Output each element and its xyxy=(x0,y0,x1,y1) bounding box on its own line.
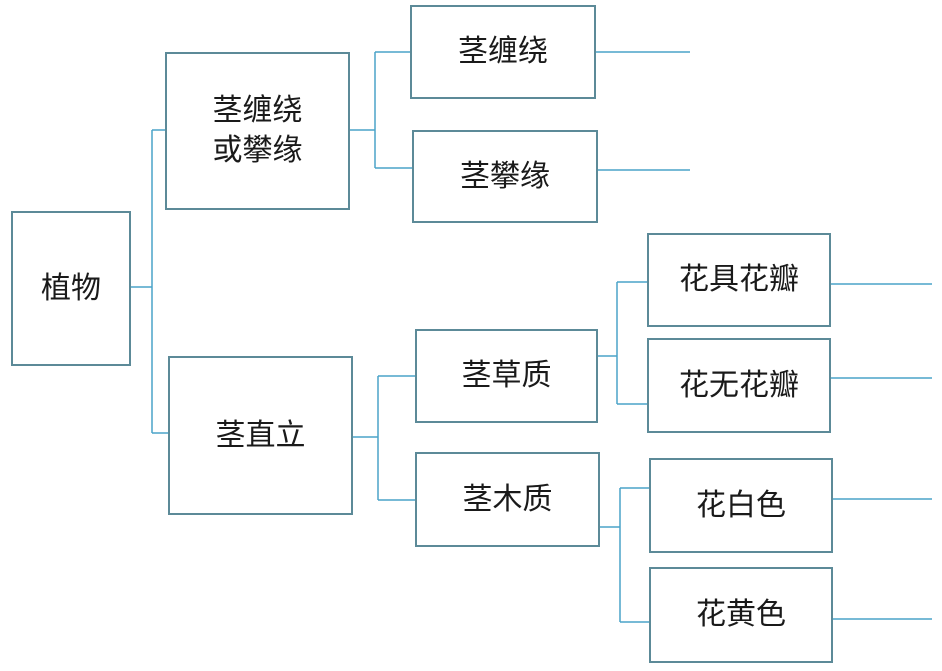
node-twine-label: 茎缠绕 xyxy=(458,34,548,69)
node-twine: 茎缠绕 xyxy=(410,5,596,99)
node-wood-label: 茎木质 xyxy=(462,481,553,517)
node-root-label: 植物 xyxy=(41,270,101,306)
node-petals-label: 花具花瓣 xyxy=(679,262,799,297)
node-yellow: 花黄色 xyxy=(649,567,833,663)
node-clamber-label: 茎攀缘 xyxy=(460,158,550,194)
node-herb-label: 茎草质 xyxy=(461,358,552,393)
node-nopetals-label: 花无花瓣 xyxy=(679,367,799,403)
node-petals: 花具花瓣 xyxy=(647,233,831,327)
node-root: 植物 xyxy=(11,211,131,366)
node-white-label: 花白色 xyxy=(696,487,786,523)
node-wood: 茎木质 xyxy=(415,452,600,547)
node-erect-label: 茎直立 xyxy=(215,417,306,453)
node-yellow-label: 花黄色 xyxy=(696,597,786,632)
node-nopetals: 花无花瓣 xyxy=(647,338,831,433)
node-climb-label: 茎缠绕 或攀缘 xyxy=(212,93,303,168)
node-climb: 茎缠绕 或攀缘 xyxy=(165,52,350,210)
node-herb: 茎草质 xyxy=(415,329,598,423)
node-clamber: 茎攀缘 xyxy=(412,130,598,223)
node-white: 花白色 xyxy=(649,458,833,553)
node-erect: 茎直立 xyxy=(168,356,353,515)
